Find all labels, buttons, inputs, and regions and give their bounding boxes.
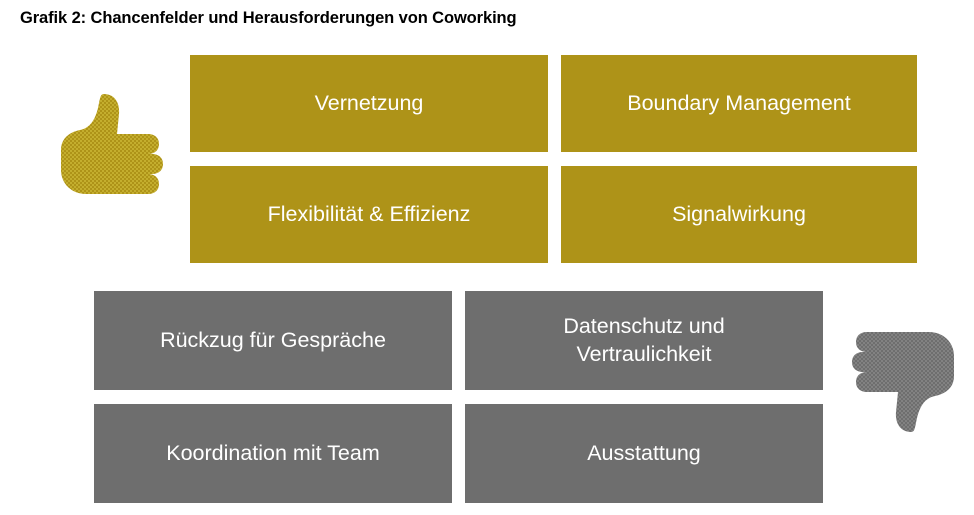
opportunity-box-signalwirkung: Signalwirkung [561, 166, 917, 263]
opportunity-box-boundary-management: Boundary Management [561, 55, 917, 152]
opportunity-box-vernetzung: Vernetzung [190, 55, 548, 152]
thumbs-down-icon [843, 322, 967, 438]
opportunity-box-flexibilitaet-effizienz: Flexibilität & Effizienz [190, 166, 548, 263]
figure-title: Grafik 2: Chancenfelder und Herausforder… [20, 9, 517, 27]
challenge-box-rueckzug-fuer-gespraeche: Rückzug für Gespräche [94, 291, 452, 390]
challenge-box-koordination-mit-team: Koordination mit Team [94, 404, 452, 503]
thumbs-up-icon [48, 88, 172, 204]
challenge-box-datenschutz-vertraulichkeit: Datenschutz und Vertraulichkeit [465, 291, 823, 390]
challenge-box-ausstattung: Ausstattung [465, 404, 823, 503]
